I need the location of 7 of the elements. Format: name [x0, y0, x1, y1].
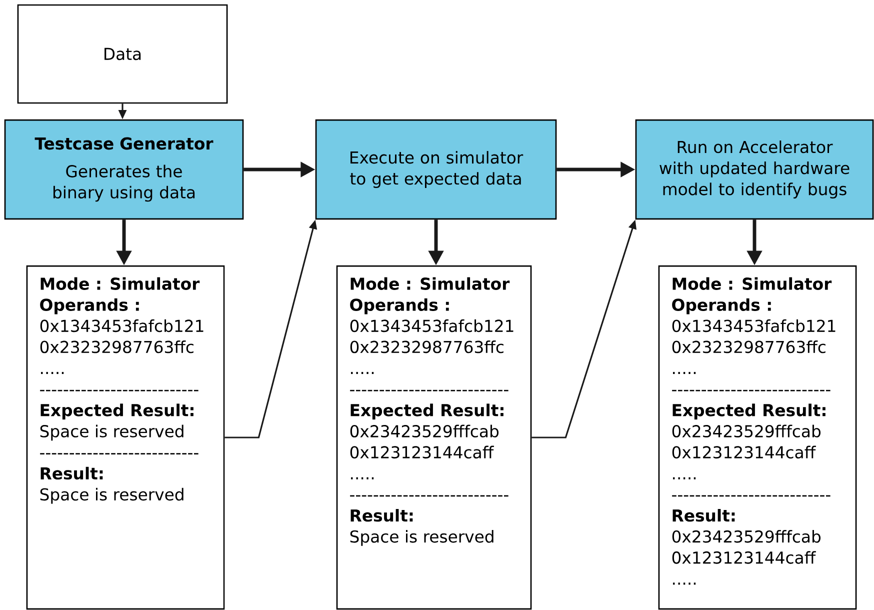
record-box: Mode : Simulator Operands : 0x1343453fafcb121 0x23232987763ffc ..... --------------------------- Expected Result: Space is reserved --------------------------- Result: Space is reserved [26, 265, 225, 610]
process-box: Execute on simulator to get expected data [315, 119, 557, 220]
process-box: Run on Accelerator with updated hardware model to identify bugs [635, 119, 874, 220]
process-box: Testcase Generator Generates the binary using data [4, 119, 244, 220]
record-box: Mode : Simulator Operands : 0x1343453fafcb121 0x23232987763ffc ..... --------------------------- Expected Result: 0x23423529fffcab 0x123123144caff ..... --------------------------- Result: Space is reserved [336, 265, 532, 610]
record-box: Mode : Simulator Operands : 0x1343453fafcb121 0x23232987763ffc ..... --------------------------- Expected Result: 0x23423529fffcab 0x123123144caff ..... --------------------------- Result: 0x23423529fffcab 0x123123144caff ..... [658, 265, 857, 610]
source-box: Data [17, 4, 228, 104]
